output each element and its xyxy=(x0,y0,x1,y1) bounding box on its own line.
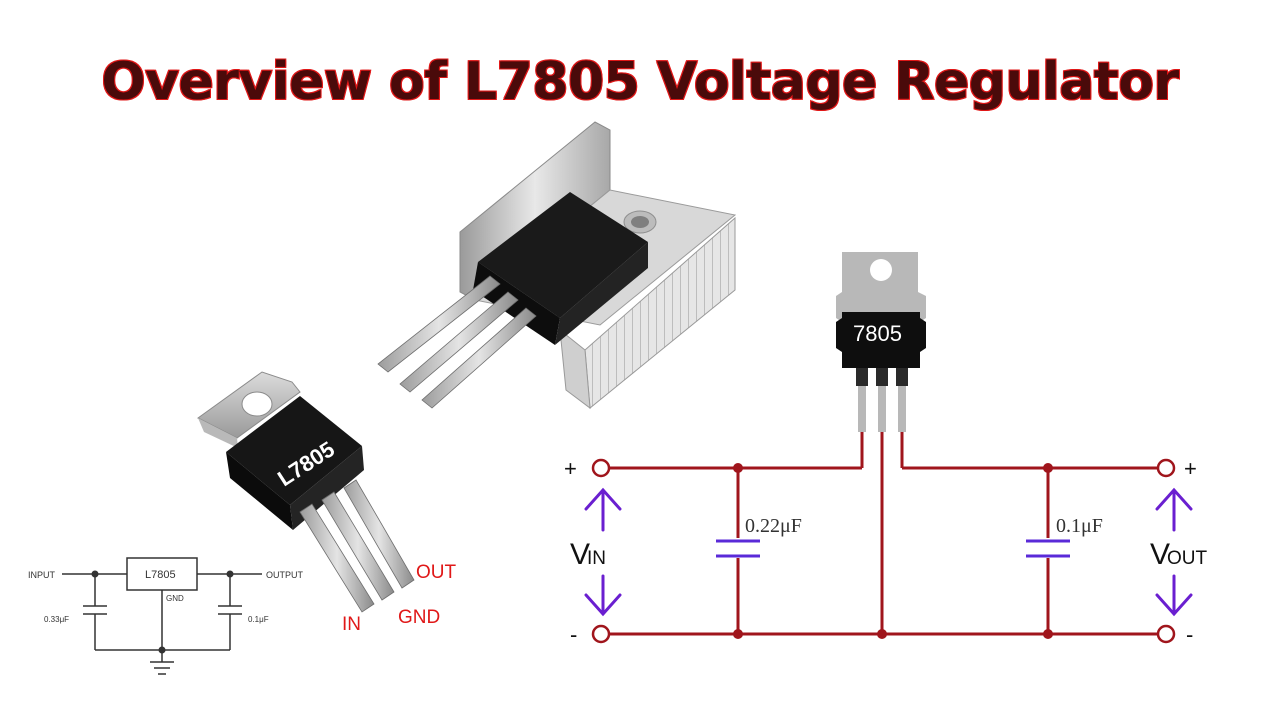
terminal-minus-left: - xyxy=(570,622,577,647)
pin-label-out: OUT xyxy=(416,562,457,583)
vin-label: VIN xyxy=(570,538,606,571)
small-schematic-junctions xyxy=(91,570,234,654)
vin-arrows xyxy=(584,487,622,617)
vout-label-clip: VOUT xyxy=(1150,538,1208,571)
vout-arrows xyxy=(1155,487,1193,617)
cap-out-value-label: 0.1μF xyxy=(1056,515,1103,537)
pin-label-in: IN xyxy=(342,614,361,635)
l7805-chip-photo: L7805 xyxy=(197,371,415,613)
pin-label-gnd: GND xyxy=(398,607,440,628)
page-title: Overview of L7805 Voltage Regulator xyxy=(100,51,1180,113)
terminal-minus-right: - xyxy=(1186,622,1193,647)
vout-label-sub: OUT xyxy=(1167,548,1208,569)
small-ic-label: L7805 xyxy=(145,569,176,581)
heatsink-regulator-photo xyxy=(377,121,737,410)
main-capacitors xyxy=(716,539,1070,558)
small-output-label: OUTPUT xyxy=(266,570,304,580)
vin-label-sub: IN xyxy=(587,548,606,569)
small-cap-out-label: 0.1μF xyxy=(248,615,269,624)
vout-label: VOUT xyxy=(1150,538,1208,571)
cap-in-value-label: 0.22μF xyxy=(745,515,802,537)
main-terminals xyxy=(591,458,1176,644)
small-input-label: INPUT xyxy=(28,570,56,580)
small-gnd-label: GND xyxy=(166,594,184,603)
terminal-plus-left: + xyxy=(564,456,577,481)
terminal-plus-right: + xyxy=(1184,456,1197,481)
main-ic-label: 7805 xyxy=(853,321,902,346)
main-ic-symbol xyxy=(836,252,926,432)
main-junctions xyxy=(733,463,1053,639)
small-cap-in-label: 0.33μF xyxy=(44,615,69,624)
